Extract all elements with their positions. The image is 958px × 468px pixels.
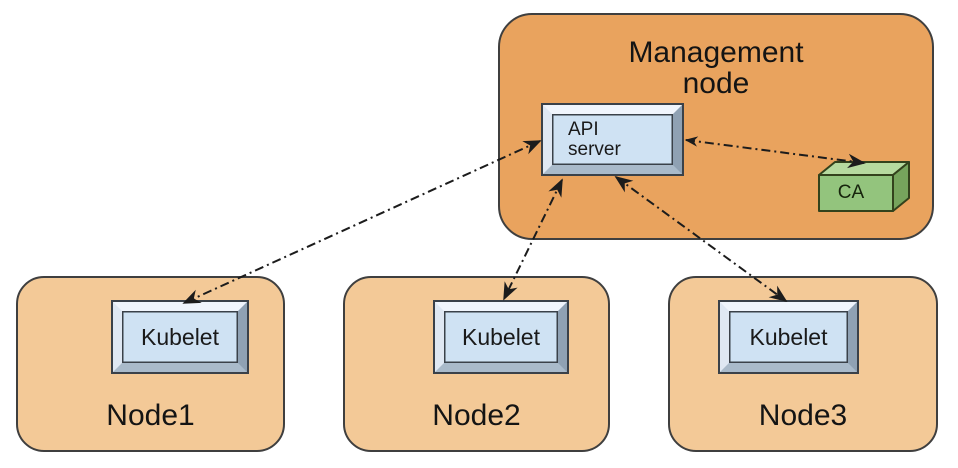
kubelet-box-node2: Kubelet bbox=[433, 300, 569, 374]
kubelet-box-node1: Kubelet bbox=[111, 300, 249, 374]
management-node-title: Management node bbox=[628, 36, 804, 100]
kubelet-label-node1: Kubelet bbox=[140, 323, 219, 350]
kubelet-label-node3: Kubelet bbox=[749, 323, 828, 350]
node1-title: Node1 bbox=[106, 399, 195, 432]
ca-label: CA bbox=[837, 182, 865, 203]
node3-title: Node3 bbox=[758, 399, 848, 432]
node2-title: Node2 bbox=[432, 399, 521, 432]
kubelet-box-node3: Kubelet bbox=[718, 300, 859, 374]
api-server-label: API server bbox=[568, 118, 621, 160]
api-server-box: API server bbox=[541, 103, 684, 176]
kubelet-label-node2: Kubelet bbox=[461, 323, 540, 350]
